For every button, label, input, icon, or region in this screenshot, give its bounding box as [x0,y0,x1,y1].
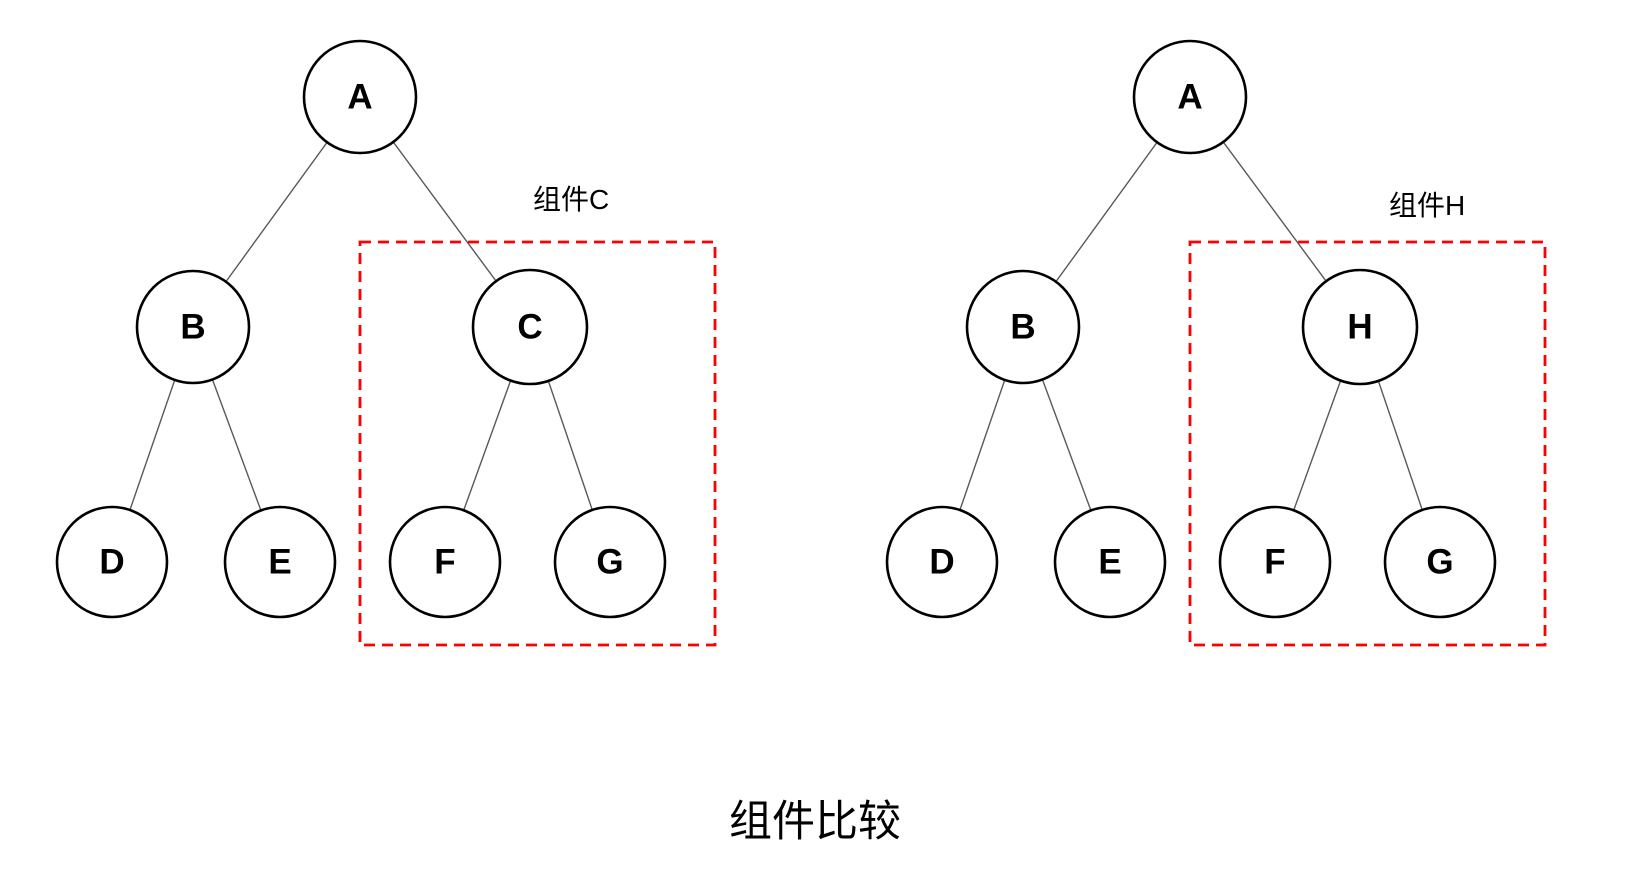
component-box-right-tree [1188,240,1547,647]
node-right-tree-F-label: F [1264,543,1285,582]
node-left-tree-G-label: G [596,543,623,582]
node-right-tree-D-label: D [929,543,954,582]
node-left-tree-D-label: D [99,543,124,582]
node-right-tree-D-circle [885,505,999,619]
node-right-tree-G-circle [1383,505,1497,619]
node-left-tree-F-circle [388,505,502,619]
node-left-tree-A-label: A [347,78,372,117]
node-left-tree-F-label: F [434,543,455,582]
node-right-tree-E-circle [1053,505,1167,619]
node-right-tree-G-label: G [1426,543,1453,582]
diagram-caption: 组件比较 [729,798,901,846]
node-left-tree-G-circle [553,505,667,619]
node-left-tree-E-circle [223,505,337,619]
component-label-left: 组件C [533,184,610,215]
node-right-tree-A-label: A [1177,78,1202,117]
node-right-tree-B-circle [965,269,1081,385]
node-right-tree-F-circle [1218,505,1332,619]
node-left-tree-C-circle [471,268,589,386]
node-left-tree-C-label: C [517,308,542,347]
node-left-tree-B-circle [135,269,251,385]
node-left-tree-D-circle [55,505,169,619]
component-label-right: 组件H [1389,190,1466,221]
node-left-tree-E-label: E [268,543,291,582]
component-box-left-tree [358,240,717,647]
node-right-tree-H-circle [1301,268,1419,386]
node-right-tree-A-circle [1132,39,1248,155]
node-right-tree-B-label: B [1010,308,1035,347]
node-right-tree-E-label: E [1098,543,1121,582]
node-right-tree-H-label: H [1347,308,1372,347]
node-left-tree-B-label: B [180,308,205,347]
node-left-tree-A-circle [302,39,418,155]
